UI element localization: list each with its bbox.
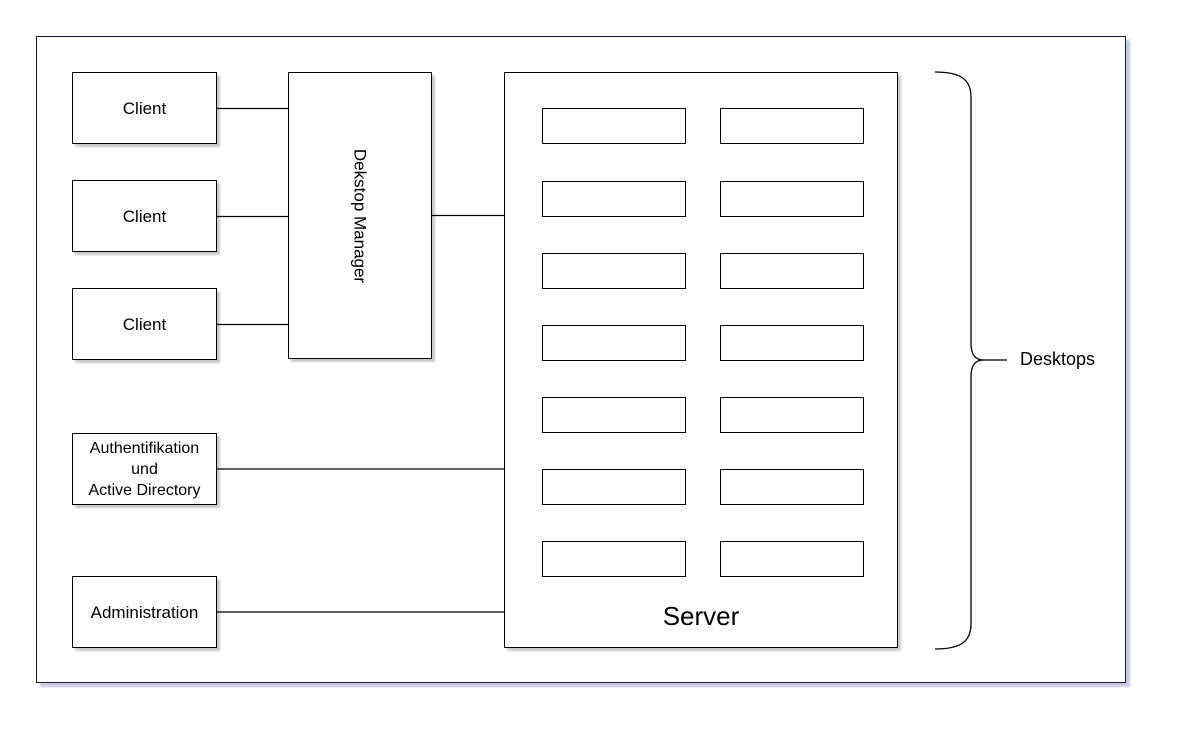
- client-box-2-label: Client: [122, 206, 167, 226]
- client-box-1: Client: [72, 72, 217, 144]
- client-box-2: Client: [72, 180, 217, 252]
- desktop-slot: [720, 469, 864, 505]
- desktop-slot: [542, 253, 686, 289]
- client-box-3: Client: [72, 288, 217, 360]
- desktop-slot: [542, 397, 686, 433]
- desktop-slot: [542, 181, 686, 217]
- desktop-slot: [720, 108, 864, 144]
- server-box: Server: [504, 72, 898, 648]
- desktop-slot: [542, 541, 686, 577]
- desktop-slot: [542, 108, 686, 144]
- desktop-slot: [720, 541, 864, 577]
- desktop-manager-box: Dekstop Manager: [288, 72, 432, 359]
- desktop-manager-label: Dekstop Manager: [350, 148, 370, 283]
- administration-box: Administration: [72, 576, 217, 648]
- desktop-slot: [542, 325, 686, 361]
- desktop-slot: [720, 325, 864, 361]
- client-box-1-label: Client: [122, 98, 167, 118]
- authentication-box: Authentifikation und Active Directory: [72, 433, 217, 505]
- client-box-3-label: Client: [122, 314, 167, 334]
- desktop-slot: [720, 181, 864, 217]
- server-label: Server: [662, 601, 740, 631]
- desktops-annotation-label: Desktops: [1020, 349, 1096, 369]
- desktop-slot: [720, 397, 864, 433]
- desktop-slot: [720, 253, 864, 289]
- desktop-slot: [542, 469, 686, 505]
- authentication-label: Authentifikation und Active Directory: [88, 439, 201, 499]
- administration-label: Administration: [90, 602, 199, 622]
